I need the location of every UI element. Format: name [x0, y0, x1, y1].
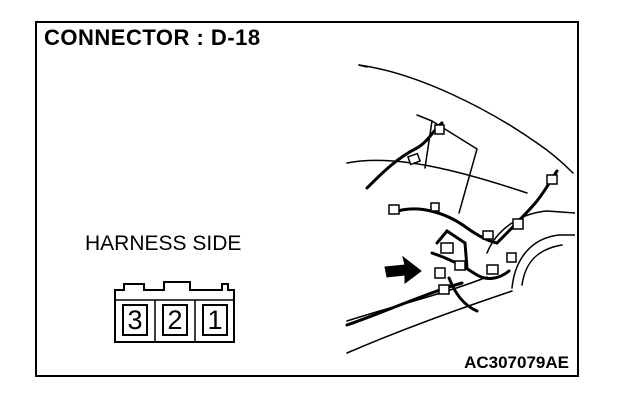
harness-side-label: HARNESS SIDE [85, 232, 242, 255]
connector-title: CONNECTOR : D-18 [44, 25, 261, 50]
connector-outline [114, 281, 235, 343]
diagram-frame: CONNECTOR : D-18 HARNESS SIDE 3 2 1 [35, 21, 579, 377]
vehicle-harness-illustration [345, 64, 575, 354]
connector-pin-3: 3 [122, 304, 148, 336]
connector-pin-1: 1 [202, 304, 228, 336]
connector-face: 3 2 1 [110, 278, 240, 350]
connector-pin-2: 2 [162, 304, 188, 336]
figure-code: AC307079AE [464, 353, 569, 372]
location-arrow-icon [384, 255, 422, 284]
